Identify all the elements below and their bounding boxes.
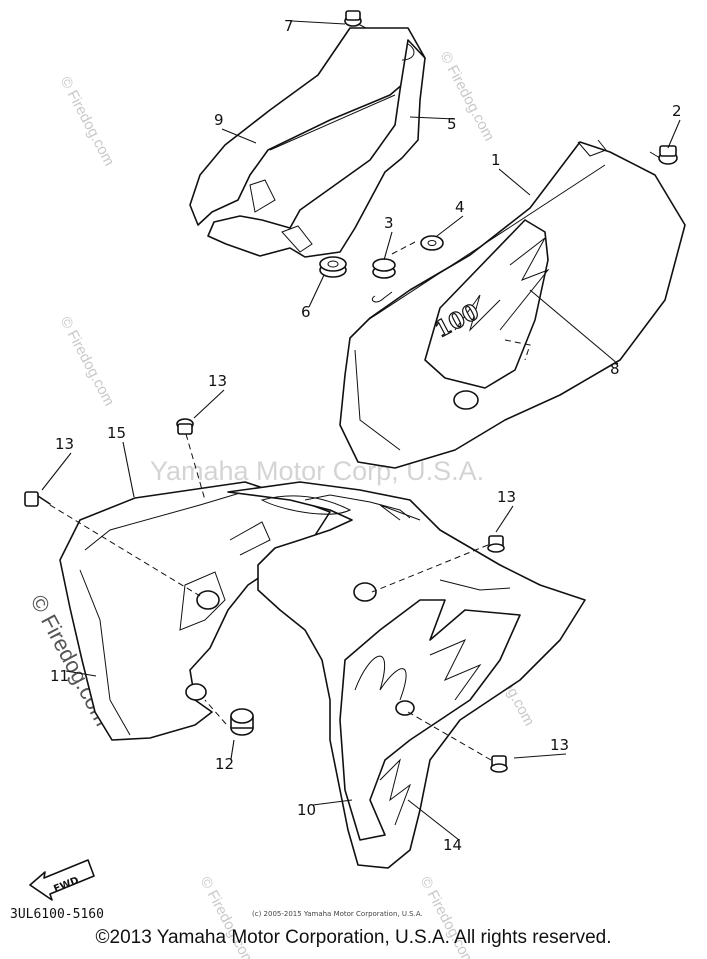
callout-leader [529,289,619,365]
callout-label: 13 [208,372,227,390]
callout-label: 13 [55,435,74,453]
callout-leader [65,670,97,677]
callout-6: 6 [301,274,325,321]
callout-13: 13 [41,435,74,491]
watermark-text: © Firedog.com [436,49,497,144]
part-9-side-cover-left [189,27,426,226]
callout-label: 3 [384,214,394,232]
copyright-text: ©2013 Yamaha Motor Corporation, U.S.A. A… [95,927,612,948]
callout-11: 11 [50,667,97,685]
part-13-bolt-c [487,535,505,553]
callout-leader [291,20,346,25]
callout-leader [409,116,456,120]
callout-leader [122,441,135,498]
part-5-inner-plate [207,39,426,258]
part-code: 3UL6100-5160 [10,907,104,922]
callout-label: 6 [301,303,311,321]
callout-2: 2 [667,102,682,149]
part-4-collar [420,235,444,251]
callout-8: 8 [529,289,620,378]
callout-label: 9 [214,111,224,129]
callout-label: 13 [497,488,516,506]
callout-14: 14 [407,799,462,854]
callout-leader [193,389,225,419]
part-13-bolt-b [24,491,51,507]
callout-label: 15 [107,424,126,442]
callout-label: 10 [297,801,316,819]
callout-label: 13 [550,736,569,754]
watermark-text: © Firedog.com [56,314,117,409]
part-10-shroud-right [227,481,586,869]
callout-leader [667,119,681,149]
assembly-lines [49,241,492,761]
part-7-bolt [344,10,367,29]
part-6-grommet [319,256,347,278]
callout-leader [308,274,325,308]
part-13-bolt-a [176,418,194,435]
callout-leader [495,505,514,533]
callout-leader [312,799,353,806]
callout-leader [230,739,235,760]
callout-label: 1 [491,151,501,169]
callout-label: 8 [610,360,620,378]
callout-label: 4 [455,198,465,216]
callout-7: 7 [284,17,346,35]
callout-9: 9 [214,111,257,144]
callout-leader [498,168,531,196]
part-12-collar [185,683,254,736]
callout-label: 11 [50,667,69,685]
callout-1: 1 [491,151,531,196]
callout-leader [41,452,72,491]
callout-4: 4 [436,198,465,237]
callout-label: 12 [215,755,234,773]
callout-leader [383,231,393,261]
callout-12: 12 [215,739,235,773]
callout-3: 3 [383,214,394,261]
watermark-text: © Firedog.com [56,74,117,169]
fwd-arrow-icon: FWD [29,859,95,901]
callout-5: 5 [409,115,457,133]
small-print: (c) 2005-2015 Yamaha Motor Corporation, … [252,910,423,918]
callout-leader [436,215,464,237]
callout-10: 10 [297,799,353,819]
callout-leader [221,128,257,144]
callout-label: 7 [284,17,294,35]
watermark-text: Yamaha Motor Corp, U.S.A. [150,456,484,486]
callout-leader [407,799,460,841]
callout-label: 5 [447,115,457,133]
callout-13: 13 [193,372,227,419]
callout-label: 2 [672,102,682,120]
part-1-side-cover-right: 100 [339,139,686,469]
callout-15: 15 [107,424,135,498]
callout-label: 14 [443,836,462,854]
part-13-bolt-d [490,755,508,773]
callout-13: 13 [495,488,516,533]
callout-leader [513,753,567,759]
callout-13: 13 [513,736,569,759]
part-3-grommet [371,258,396,303]
part-2-bolt [649,145,678,165]
